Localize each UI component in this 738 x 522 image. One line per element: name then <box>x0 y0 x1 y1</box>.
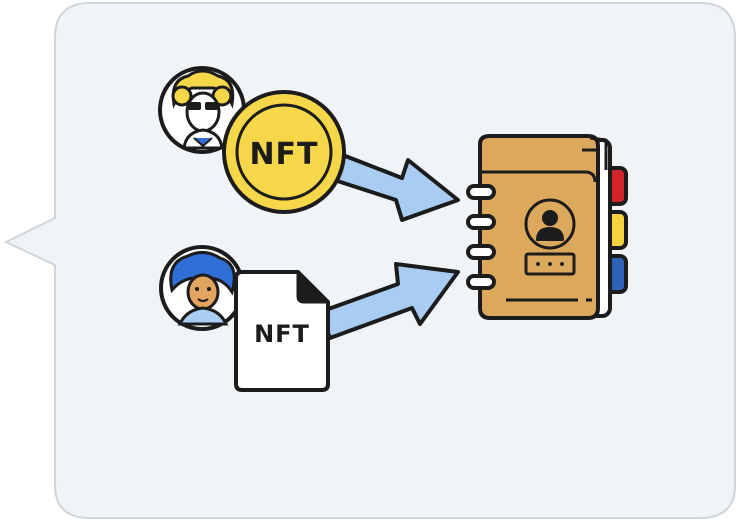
nft-document-icon: NFT <box>234 270 330 392</box>
avatar-man-icon <box>159 245 245 331</box>
document-nft-label: NFT <box>254 320 310 348</box>
coin-nft-label: NFT <box>249 137 318 172</box>
arrow-right-icon <box>318 262 460 340</box>
book-ring <box>466 274 496 290</box>
book-ring <box>466 244 496 260</box>
book-ring <box>466 214 496 230</box>
address-book-icon <box>466 134 628 320</box>
nft-coin-icon: NFT <box>222 90 346 214</box>
book-ring <box>466 184 496 200</box>
avatar-woman-icon <box>158 66 246 154</box>
